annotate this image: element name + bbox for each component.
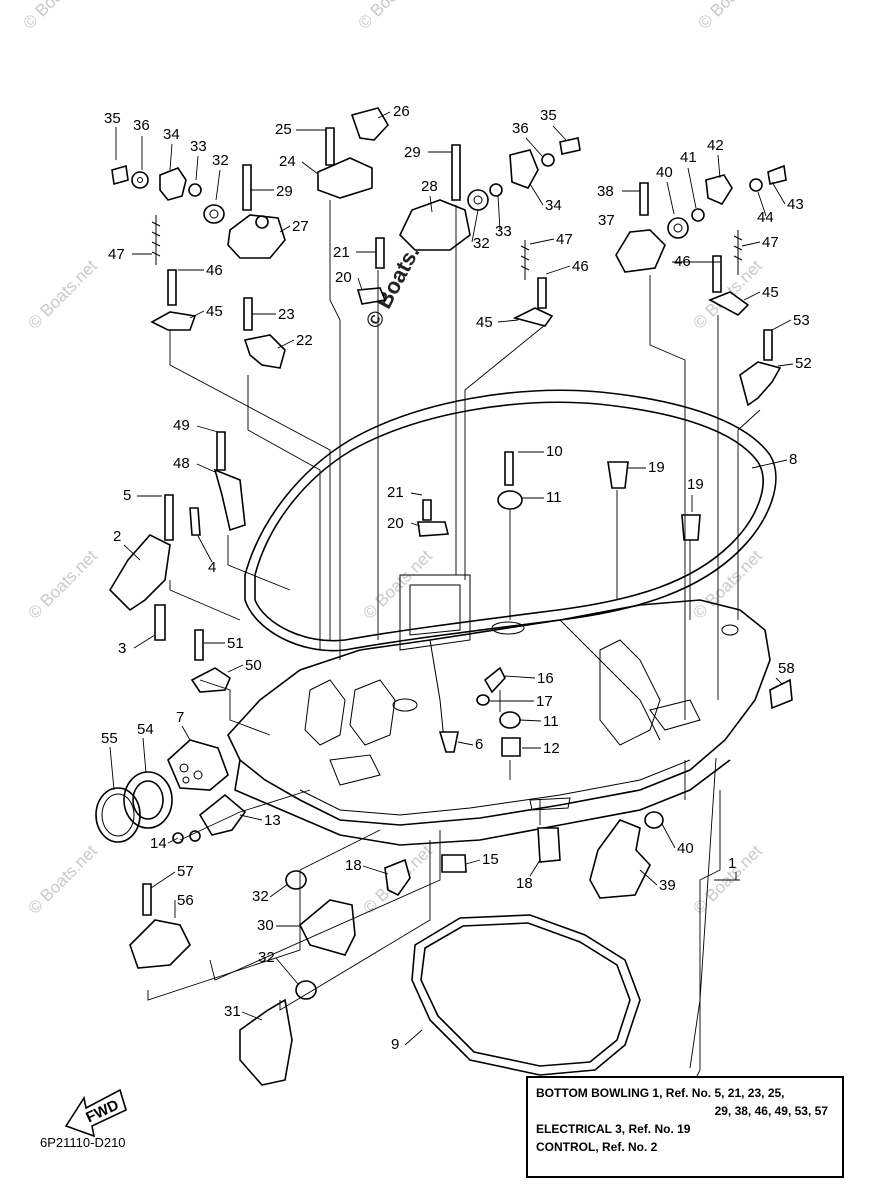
callout-8: 8	[789, 451, 797, 468]
callout-47: 47	[762, 234, 779, 251]
callout-46: 46	[572, 258, 589, 275]
callout-32: 32	[473, 235, 490, 252]
watermark: © Boats.net	[354, 0, 431, 33]
callout-20: 20	[335, 269, 352, 286]
watermark: © Boats.net	[24, 256, 101, 333]
callout-39: 39	[659, 877, 676, 894]
callout-37: 37	[598, 212, 615, 229]
note-line-3: ELECTRICAL 3, Ref. No. 19	[536, 1122, 691, 1136]
callout-15: 15	[482, 851, 499, 868]
bottom-cowling	[227, 574, 771, 846]
callout-5: 5	[123, 487, 131, 504]
callout-33: 33	[190, 138, 207, 155]
callout-10: 10	[546, 443, 563, 460]
callout-21: 21	[333, 244, 350, 261]
callout-57: 57	[177, 863, 194, 880]
callout-21: 21	[387, 484, 404, 501]
callout-36: 36	[133, 117, 150, 134]
callout-11: 11	[543, 713, 559, 730]
callout-25: 25	[275, 121, 292, 138]
callout-35: 35	[104, 110, 121, 127]
callout-31: 31	[224, 1003, 241, 1020]
callout-19: 19	[648, 459, 665, 476]
callout-28: 28	[421, 178, 438, 195]
callout-32: 32	[252, 888, 269, 905]
callout-58: 58	[778, 660, 795, 677]
callout-36: 36	[512, 120, 529, 137]
callout-26: 26	[393, 103, 410, 120]
callout-9: 9	[391, 1036, 399, 1053]
callout-32: 32	[212, 152, 229, 169]
callout-29: 29	[404, 144, 421, 161]
watermark: © Boats.net	[24, 841, 101, 918]
callout-17: 17	[536, 693, 553, 710]
callout-1: 1	[728, 855, 736, 872]
callout-18: 18	[345, 857, 362, 874]
callout-49: 49	[173, 417, 190, 434]
watermark: © Boats.net	[694, 0, 771, 33]
callout-12: 12	[543, 740, 560, 757]
callout-30: 30	[257, 917, 274, 934]
callout-35: 35	[540, 107, 557, 124]
callout-45: 45	[206, 303, 223, 320]
callout-48: 48	[173, 455, 190, 472]
callout-46: 46	[206, 262, 223, 279]
callout-51: 51	[227, 635, 244, 652]
callout-52: 52	[795, 355, 812, 372]
callout-38: 38	[597, 183, 614, 200]
callout-45: 45	[476, 314, 493, 331]
callout-33: 33	[495, 223, 512, 240]
note-line-4: CONTROL, Ref. No. 2	[536, 1140, 658, 1154]
reference-note-box: BOTTOM BOWLING 1, Ref. No. 5, 21, 23, 25…	[526, 1076, 844, 1178]
note-line-2: 29, 38, 46, 49, 53, 57	[714, 1104, 828, 1118]
callout-20: 20	[387, 515, 404, 532]
callout-44: 44	[757, 209, 774, 226]
callout-40: 40	[677, 840, 694, 857]
callout-41: 41	[680, 149, 697, 166]
callout-55: 55	[101, 730, 118, 747]
callout-45: 45	[762, 284, 779, 301]
callout-34: 34	[163, 126, 180, 143]
callout-numbers: 35 36 34 33 32 29 25 26 24 27 47 46 45 2…	[101, 103, 812, 1053]
callout-32: 32	[258, 949, 275, 966]
callout-14: 14	[150, 835, 167, 852]
callout-19: 19	[687, 476, 704, 493]
callout-7: 7	[176, 709, 184, 726]
callout-27: 27	[292, 218, 309, 235]
callout-13: 13	[264, 812, 281, 829]
callout-34: 34	[545, 197, 562, 214]
callout-22: 22	[296, 332, 313, 349]
callout-56: 56	[177, 892, 194, 909]
note-line-1: BOTTOM BOWLING 1, Ref. No. 5, 21, 23, 25…	[536, 1086, 785, 1100]
callout-47: 47	[108, 246, 125, 263]
callout-42: 42	[707, 137, 724, 154]
callout-11: 11	[546, 489, 562, 506]
leader-lines	[147, 200, 761, 1101]
diagram-code: 6P21110-D210	[40, 1135, 126, 1150]
callout-4: 4	[208, 559, 216, 576]
callout-50: 50	[245, 657, 262, 674]
fwd-arrow: FWD	[64, 1088, 127, 1138]
callout-16: 16	[537, 670, 554, 687]
watermark: © Boats.net	[19, 0, 96, 33]
callout-47: 47	[556, 231, 573, 248]
callout-2: 2	[113, 528, 121, 545]
callout-29: 29	[276, 183, 293, 200]
gasket	[411, 914, 641, 1076]
callout-54: 54	[137, 721, 154, 738]
callout-24: 24	[279, 153, 296, 170]
watermark: © Boats.net	[24, 546, 101, 623]
callout-3: 3	[118, 640, 126, 657]
callout-43: 43	[787, 196, 804, 213]
callout-53: 53	[793, 312, 810, 329]
callout-18: 18	[516, 875, 533, 892]
callout-23: 23	[278, 306, 295, 323]
callout-6: 6	[475, 736, 483, 753]
small-parts	[95, 107, 793, 1086]
watermark: © Boats.net	[689, 546, 766, 623]
callout-40: 40	[656, 164, 673, 181]
callout-46: 46	[674, 253, 691, 270]
seal-ring	[244, 389, 777, 652]
